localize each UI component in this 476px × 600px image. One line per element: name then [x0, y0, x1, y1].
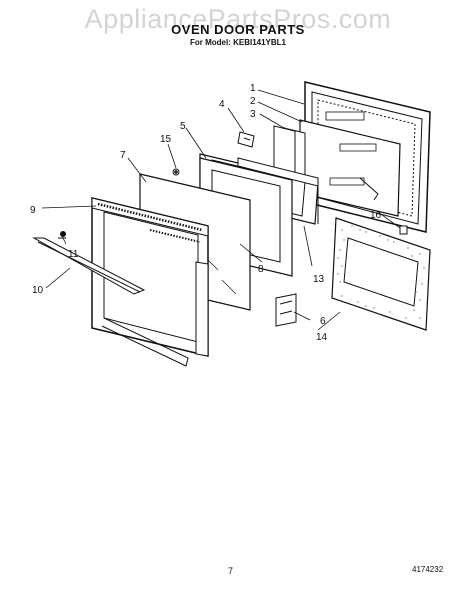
watermark: AppliancePartsPros.com [84, 4, 392, 34]
callout-6: 6 [320, 316, 326, 327]
callout-13: 13 [313, 274, 325, 285]
callout-14: 14 [316, 332, 328, 343]
figure-code: 4174232 [412, 565, 444, 574]
part-bumper [399, 225, 408, 235]
callout-10: 10 [32, 285, 44, 296]
part-clip [237, 131, 255, 148]
callout-8: 8 [258, 264, 264, 275]
callout-2: 2 [250, 96, 256, 107]
callout-16: 16 [370, 210, 382, 221]
callout-9: 9 [30, 205, 36, 216]
callout-5: 5 [180, 121, 186, 132]
model-subtitle: For Model: KEBI141YBL1 [189, 38, 286, 47]
callout-3: 3 [250, 109, 256, 120]
page-number: 7 [228, 566, 234, 576]
part-door-insulation [331, 217, 431, 331]
part-screw-11 [58, 231, 66, 239]
part-bottom-trim [32, 237, 146, 295]
diagram-title: OVEN DOOR PARTS [171, 22, 305, 37]
callout-11: 11 [68, 249, 79, 260]
callout-4: 4 [219, 99, 225, 110]
part-door-liner [91, 197, 209, 367]
callout-1: 1 [250, 83, 256, 94]
callout-15: 15 [160, 134, 172, 145]
callout-labels: 1 2 3 4 5 15 7 9 11 10 8 13 16 6 14 [30, 83, 382, 343]
part-hinge-receiver [275, 293, 297, 327]
callout-leaders [41, 89, 401, 331]
part-screw-15 [172, 168, 180, 176]
callout-7: 7 [120, 150, 126, 161]
